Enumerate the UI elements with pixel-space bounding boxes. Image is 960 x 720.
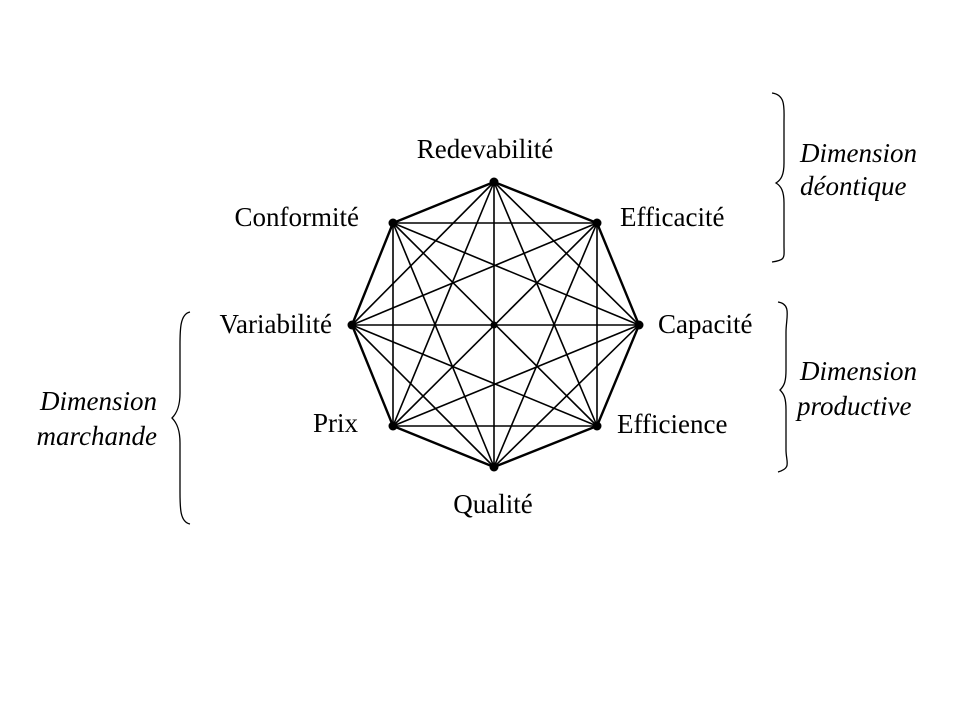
- edge-capacite-prix: [392, 324, 640, 427]
- brace-productive: [777, 301, 788, 473]
- node-label-conformite: Conformité: [235, 202, 359, 232]
- edge-efficacite-capacite: [595, 222, 641, 326]
- graph-edges: [350, 180, 641, 469]
- edge-redevabilite-conformite: [392, 180, 495, 225]
- group-label-marchande-line1: Dimension: [39, 386, 157, 416]
- edge-efficience-qualite: [493, 424, 598, 469]
- edge-redevabilite-prix: [392, 181, 495, 427]
- center-intersection-dot: [490, 321, 498, 329]
- edge-capacite-conformite: [392, 222, 640, 326]
- brace-deontique: [771, 92, 785, 263]
- group-label-productive-line1: Dimension: [799, 356, 917, 386]
- node-label-efficience: Efficience: [617, 409, 727, 439]
- vertex-variabilite: [347, 320, 357, 330]
- vertex-qualite: [489, 462, 499, 472]
- edge-qualite-prix: [392, 424, 495, 469]
- node-label-capacite: Capacité: [658, 309, 752, 339]
- graph-vertices: [347, 177, 644, 472]
- vertex-efficacite: [592, 218, 602, 228]
- vertex-prix: [388, 421, 398, 431]
- vertex-redevabilite: [489, 177, 499, 187]
- node-label-efficacite: Efficacité: [620, 202, 724, 232]
- vertex-capacite: [634, 320, 644, 330]
- node-label-variabilite: Variabilité: [220, 309, 332, 339]
- edge-qualite-conformite: [392, 222, 495, 468]
- group-label-deontique-line2: déontique: [800, 171, 906, 201]
- edge-qualite-variabilite: [351, 324, 495, 468]
- node-label-redevabilite: Redevabilité: [417, 134, 553, 164]
- group-label-productive-line2: productive: [795, 391, 911, 421]
- edge-redevabilite-efficacite: [493, 180, 598, 225]
- edge-prix-variabilite: [350, 324, 395, 427]
- node-label-qualite: Qualité: [453, 489, 532, 519]
- group-label-marchande-line2: marchande: [37, 421, 157, 451]
- vertex-efficience: [592, 421, 602, 431]
- edge-variabilite-conformite: [350, 222, 395, 326]
- brace-marchande: [171, 311, 191, 525]
- node-label-prix: Prix: [313, 408, 359, 438]
- group-label-deontique-line1: Dimension: [799, 138, 917, 168]
- vertex-conformite: [388, 218, 398, 228]
- edge-capacite-efficience: [595, 324, 641, 427]
